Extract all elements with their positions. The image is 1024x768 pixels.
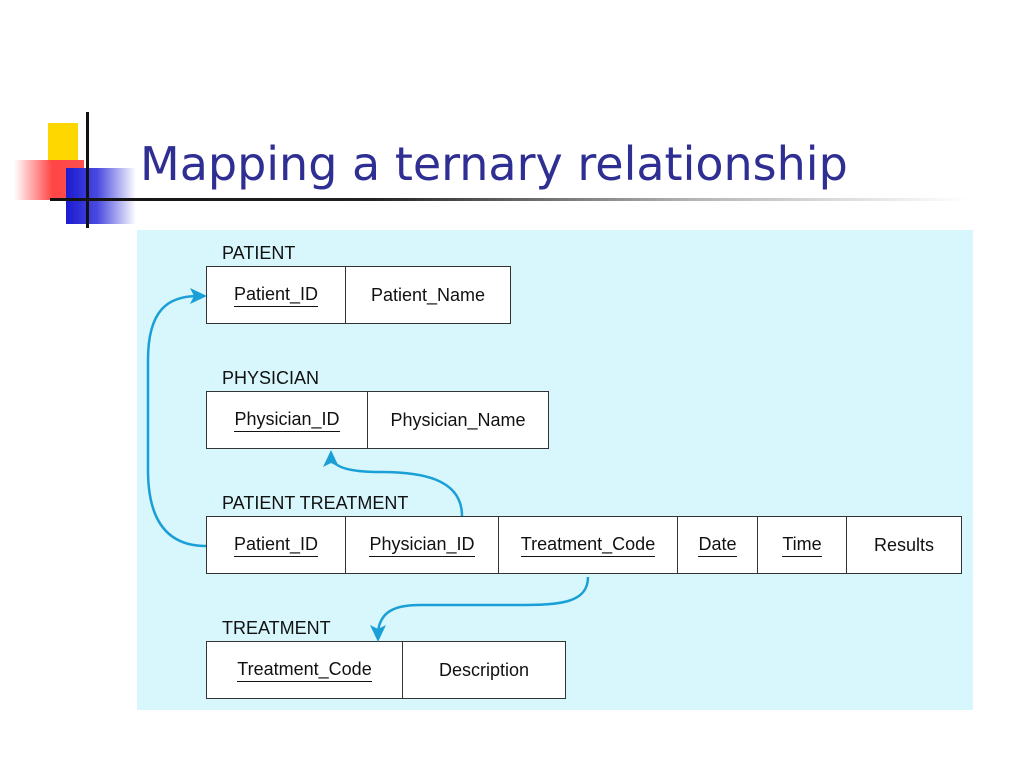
- arrow-heads: [190, 288, 386, 642]
- column-label: Physician_ID: [369, 534, 475, 557]
- column-label: Treatment_Code: [237, 659, 372, 682]
- table-treatment: Treatment_Code Description: [206, 641, 566, 699]
- logo-vertical-line: [86, 112, 89, 228]
- table-patient: Patient_ID Patient_Name: [206, 266, 511, 324]
- column-label: Description: [438, 659, 530, 680]
- column-pt-physician-id: Physician_ID: [346, 517, 499, 573]
- slide-title: Mapping a ternary relationship: [140, 137, 848, 191]
- logo-blue-square: [66, 168, 136, 224]
- table-name-patient-treatment: PATIENT TREATMENT: [222, 493, 409, 513]
- column-pt-patient-id: Patient_ID: [207, 517, 346, 573]
- arrowhead-patient: [190, 288, 207, 304]
- column-label: Treatment_Code: [520, 534, 656, 557]
- column-label: Patient_ID: [233, 284, 319, 307]
- title-underline: [50, 198, 970, 201]
- table-name-physician: PHYSICIAN: [222, 368, 320, 388]
- column-pt-results: Results: [847, 517, 961, 573]
- column-label: Patient_ID: [233, 534, 319, 557]
- column-label: Physician_ID: [234, 409, 340, 432]
- arrowhead-physician: [323, 450, 339, 467]
- arrowhead-treatment: [370, 625, 386, 642]
- arrow-treatment-code-link: [376, 576, 590, 633]
- column-label: Date: [698, 534, 737, 557]
- arrow-patient-id-link: [146, 294, 207, 548]
- column-label: Results: [873, 534, 935, 555]
- column-description: Description: [403, 642, 565, 698]
- column-physician-name: Physician_Name: [368, 392, 548, 448]
- arrow-physician-id-link: [330, 457, 464, 517]
- column-treatment-code: Treatment_Code: [207, 642, 403, 698]
- table-patient-treatment: Patient_ID Physician_ID Treatment_Code D…: [206, 516, 962, 574]
- column-patient-name: Patient_Name: [346, 267, 510, 323]
- table-name-treatment: TREATMENT: [222, 618, 331, 638]
- column-pt-treatment-code: Treatment_Code: [499, 517, 678, 573]
- table-physician: Physician_ID Physician_Name: [206, 391, 549, 449]
- column-physician-id: Physician_ID: [207, 392, 368, 448]
- column-label: Physician_Name: [390, 409, 526, 430]
- column-label: Time: [782, 534, 822, 557]
- column-label: Patient_Name: [370, 284, 486, 305]
- column-patient-id: Patient_ID: [207, 267, 346, 323]
- column-pt-time: Time: [758, 517, 847, 573]
- logo-yellow-square: [48, 123, 78, 163]
- table-name-patient: PATIENT: [222, 243, 296, 263]
- column-pt-date: Date: [678, 517, 758, 573]
- arrow-lines: [146, 294, 590, 633]
